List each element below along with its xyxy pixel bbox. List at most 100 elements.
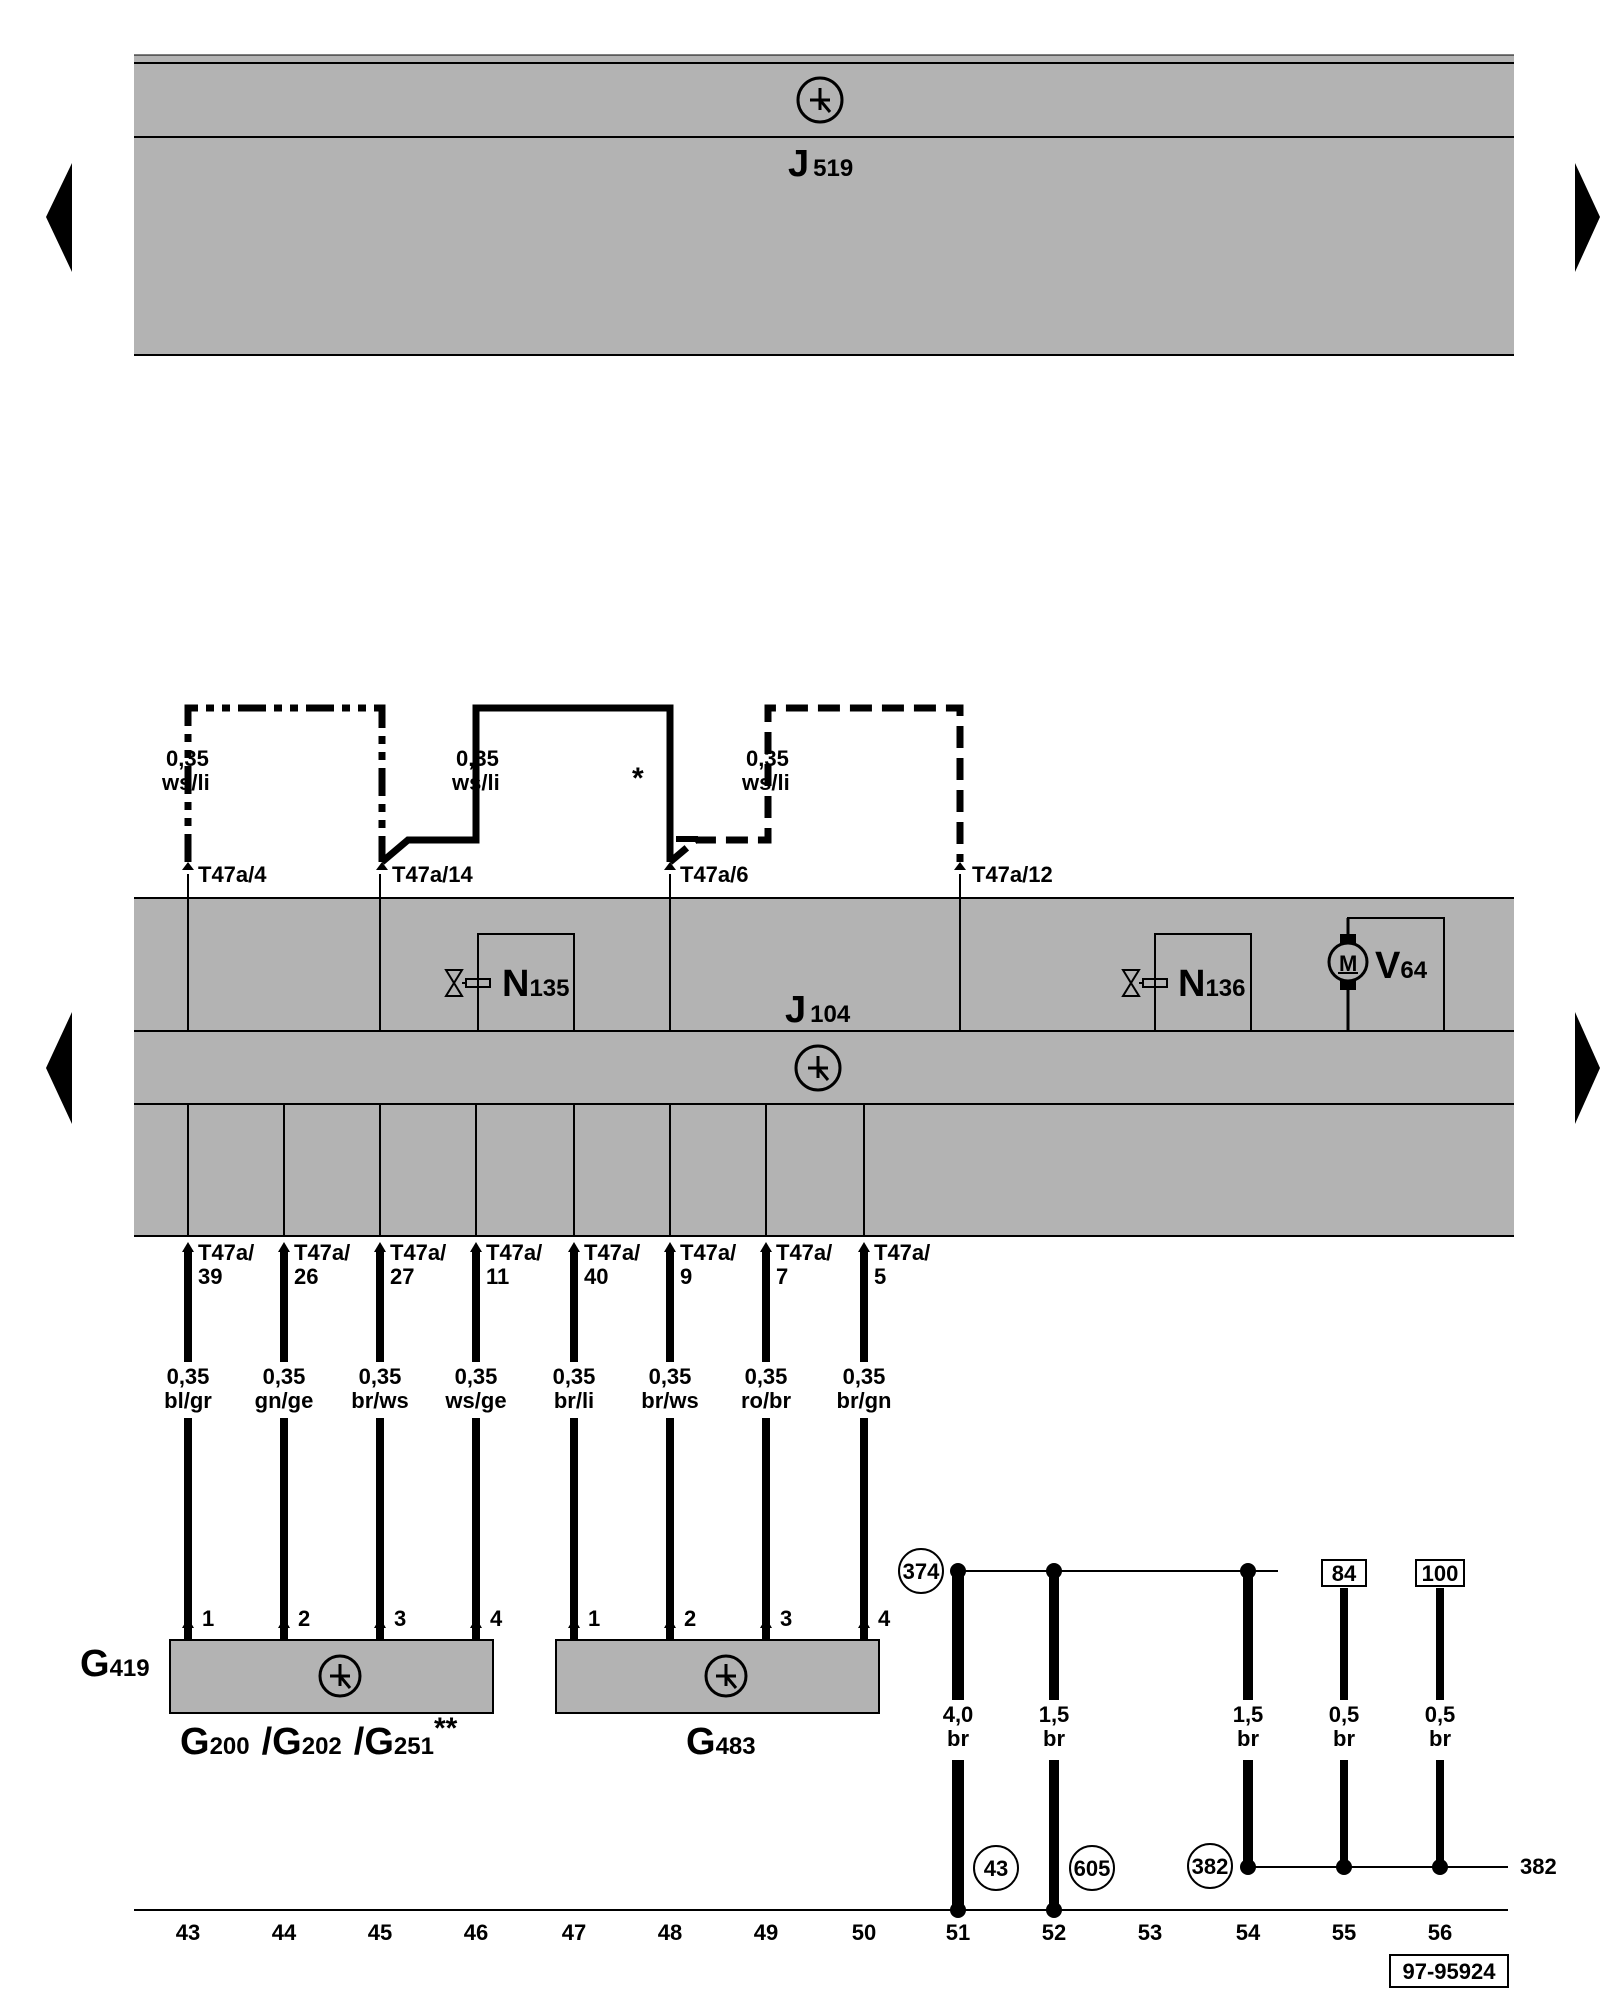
arrow-right-icon[interactable] <box>1575 163 1600 272</box>
wire-color: gn/ge <box>255 1388 314 1413</box>
connector-t47a-27: T47a/27 <box>390 1240 446 1289</box>
track-number: 50 <box>852 1920 876 1945</box>
pin-number: 1 <box>588 1606 600 1631</box>
track-number: 52 <box>1042 1920 1066 1945</box>
svg-text:100: 100 <box>1422 1561 1459 1586</box>
wire-color: br <box>1429 1726 1451 1751</box>
svg-text:43: 43 <box>984 1856 1008 1881</box>
upper-wiring-loops: 0,35 ws/li 0,35 ws/li 0,35 ws/li * T47a/… <box>161 704 1053 887</box>
control-unit-symbol-icon <box>794 1044 842 1092</box>
wire-color: ws/ge <box>444 1388 506 1413</box>
connector-t47a-14: T47a/14 <box>392 862 473 887</box>
pin-number: 2 <box>684 1606 696 1631</box>
ref-box-100[interactable]: 100 <box>1415 1559 1465 1587</box>
svg-text:382: 382 <box>1192 1854 1229 1879</box>
pin-number: 2 <box>298 1606 310 1631</box>
pin-number: 3 <box>780 1606 792 1631</box>
wire-color: bl/gr <box>164 1388 212 1413</box>
wire-color: br <box>1043 1726 1065 1751</box>
track-number: 47 <box>562 1920 586 1945</box>
upper-wire-2-gauge: 0,35 <box>456 746 499 771</box>
wire-gauge: 0,5 <box>1425 1702 1456 1727</box>
connector-t47a-12: T47a/12 <box>972 862 1053 887</box>
wire-gauge: 4,0 <box>943 1702 974 1727</box>
svg-text:605: 605 <box>1074 1856 1111 1881</box>
g200-g202-g251-label: G200/G202/G251** <box>180 1712 458 1763</box>
lower-signal-wires: T47a/39 T47a/26 T47a/27 T47a/11 T47a/40 … <box>164 1240 930 1640</box>
motor-v64: M V64 <box>1327 917 1445 1032</box>
svg-text:M: M <box>1339 951 1357 976</box>
wire-color: br <box>1237 1726 1259 1751</box>
wire-gauge: 0,35 <box>455 1364 498 1389</box>
sensor-g419: G419 G200/G202/G251** <box>80 1639 494 1763</box>
solenoid-valve-n136: N136 <box>1121 933 1252 1032</box>
g483-label: G483 <box>686 1721 756 1763</box>
wire-color: br/li <box>554 1388 594 1413</box>
n136-label: N136 <box>1178 963 1246 1005</box>
wire-gauge: 1,5 <box>1233 1702 1264 1727</box>
wire-color: br <box>947 1726 969 1751</box>
ref-box-84[interactable]: 84 <box>1321 1559 1367 1587</box>
v64-label: V64 <box>1375 945 1428 987</box>
solenoid-valve-icon <box>444 969 491 997</box>
connector-t47a-6: T47a/6 <box>680 862 749 887</box>
track-number: 56 <box>1428 1920 1452 1945</box>
motor-icon: M <box>1327 934 1369 990</box>
ref-circle-43[interactable]: 43 <box>973 1845 1019 1891</box>
wire-color: br/ws <box>351 1388 408 1413</box>
wire-gauge: 0,35 <box>843 1364 886 1389</box>
ref-circle-382[interactable]: 382 <box>1187 1843 1233 1889</box>
wire-gauge: 0,35 <box>359 1364 402 1389</box>
wire-color: br/gn <box>837 1388 892 1413</box>
track-number: 45 <box>368 1920 392 1945</box>
bus-ref-382: 382 <box>1520 1854 1557 1879</box>
wire-gauge: 1,5 <box>1039 1702 1070 1727</box>
ref-circle-374[interactable]: 374 <box>898 1548 944 1594</box>
sensor-g483: G483 <box>555 1639 880 1763</box>
connector-t47a-5: T47a/5 <box>874 1240 930 1289</box>
upper-wire-3-gauge: 0,35 <box>746 746 789 771</box>
track-number: 53 <box>1138 1920 1162 1945</box>
connector-t47a-39: T47a/39 <box>198 1240 254 1289</box>
solenoid-valve-icon <box>1121 969 1168 997</box>
asterisk-note: * <box>632 762 644 795</box>
pin-number: 1 <box>202 1606 214 1631</box>
track-number: 54 <box>1236 1920 1261 1945</box>
ref-circle-605[interactable]: 605 <box>1069 1845 1115 1891</box>
upper-wire-1-color: ws/li <box>161 770 210 795</box>
track-number: 46 <box>464 1920 488 1945</box>
control-unit-symbol-icon <box>796 76 844 124</box>
arrow-right-icon[interactable] <box>1575 1012 1600 1124</box>
connector-t47a-4: T47a/4 <box>198 862 267 887</box>
wire-gauge: 0,5 <box>1329 1702 1360 1727</box>
arrow-left-icon[interactable] <box>46 1012 72 1124</box>
upper-wire-1-gauge: 0,35 <box>166 746 209 771</box>
svg-text:374: 374 <box>903 1559 940 1584</box>
wire-gauge: 0,35 <box>649 1364 692 1389</box>
upper-wire-2-color: ws/li <box>451 770 500 795</box>
track-number: 44 <box>272 1920 297 1945</box>
wire-gauge: 0,35 <box>167 1364 210 1389</box>
track-number: 49 <box>754 1920 778 1945</box>
track-number: 51 <box>946 1920 970 1945</box>
upper-wire-3-color: ws/li <box>741 770 790 795</box>
document-number: 97-95924 <box>1389 1954 1509 1988</box>
wire-color: ro/br <box>741 1388 792 1413</box>
pin-number: 3 <box>394 1606 406 1631</box>
g419-label: G419 <box>80 1643 150 1685</box>
track-number: 55 <box>1332 1920 1356 1945</box>
connector-t47a-9: T47a/9 <box>680 1240 736 1289</box>
pin-number: 4 <box>878 1606 891 1631</box>
wire-color: br <box>1333 1726 1355 1751</box>
connector-t47a-7: T47a/7 <box>776 1240 832 1289</box>
arrow-left-icon[interactable] <box>46 163 72 272</box>
track-numbers: 43 44 45 46 47 48 49 50 51 52 53 54 55 5… <box>176 1920 1452 1945</box>
sensor-symbol-icon <box>318 1654 362 1698</box>
svg-text:97-95924: 97-95924 <box>1403 1959 1497 1984</box>
track-number: 43 <box>176 1920 200 1945</box>
